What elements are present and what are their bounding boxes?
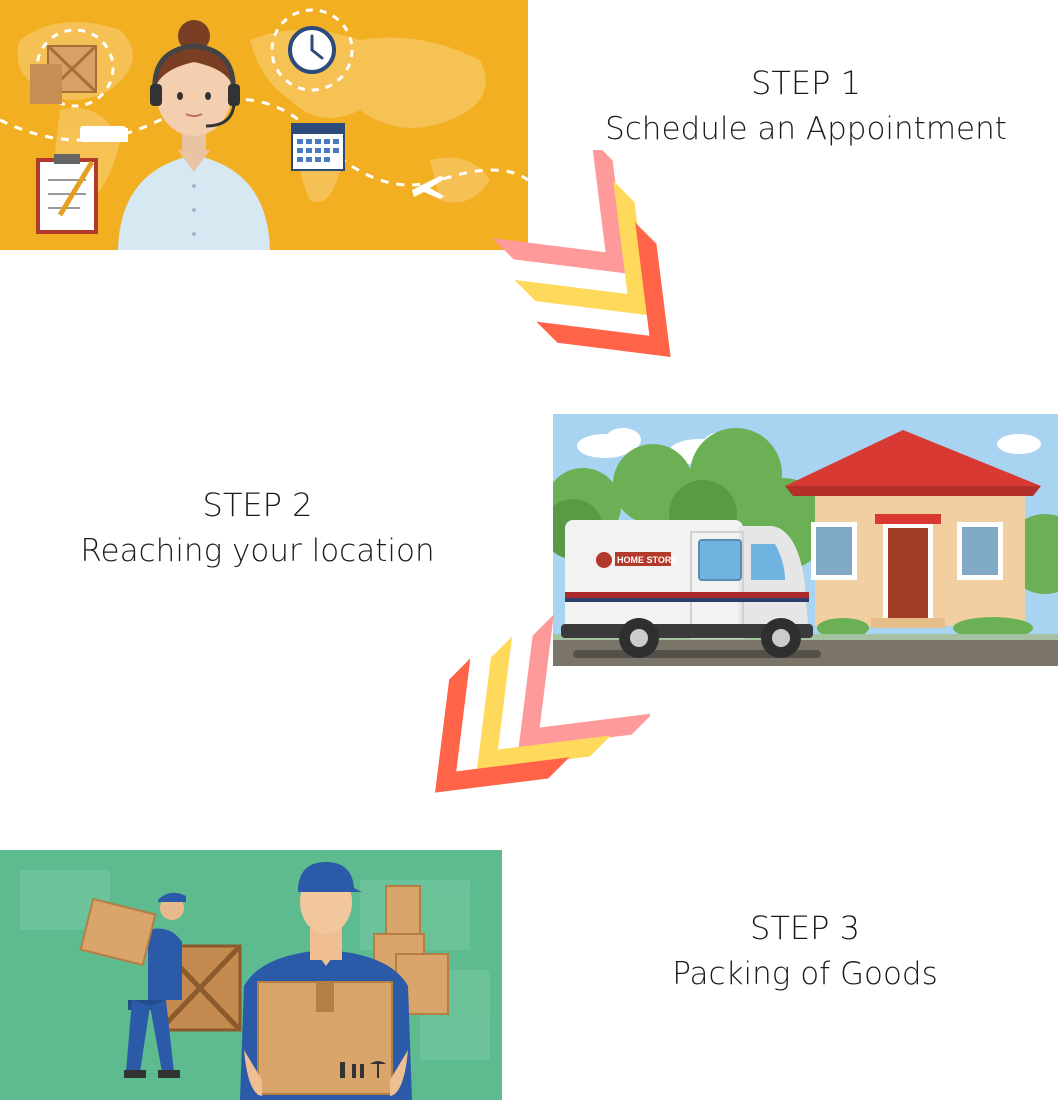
step-1-illustration: [0, 0, 528, 250]
delivery-truck: HOME STORE: [561, 520, 813, 658]
step-1-to-2-arrows: [450, 139, 730, 415]
step-1-caption: STEP 1 Schedule an Appointment: [556, 60, 1056, 152]
mover-background: [79, 892, 186, 1078]
clipboard-icon: [36, 154, 98, 234]
chevron-yellow-icon: [514, 180, 649, 316]
step-3-title: Packing of Goods: [672, 956, 938, 992]
chevron-pink-icon: [492, 139, 627, 274]
chevron-red-icon: [435, 658, 570, 793]
step-2-number: STEP 2: [202, 486, 313, 524]
step-3-number: STEP 3: [750, 909, 860, 947]
chevron-pink-icon: [518, 614, 653, 749]
truck-icon: [80, 126, 128, 142]
clock-icon: [288, 26, 336, 74]
mover-front: [240, 862, 412, 1100]
step-1-number: STEP 1: [751, 64, 861, 102]
step-2-to-3-arrows: [370, 580, 653, 845]
chevron-red-icon: [536, 222, 671, 357]
house-illustration: [785, 430, 1041, 628]
chevron-yellow-icon: [476, 636, 612, 771]
step-1-title: Schedule an Appointment: [605, 111, 1007, 147]
step-3-illustration: [0, 850, 502, 1100]
step-2-title: Reaching your location: [80, 533, 435, 569]
step-2-caption: STEP 2 Reaching your location: [30, 482, 485, 574]
truck-logo-text: HOME STORE: [617, 555, 677, 565]
plane-icon: [412, 176, 446, 199]
customer-service-agent: [118, 20, 270, 250]
crate-icon: [30, 44, 98, 104]
truck-logo: HOME STORE: [596, 552, 677, 568]
calendar-icon: [291, 123, 345, 171]
step-3-caption: STEP 3 Packing of Goods: [560, 905, 1050, 997]
fragile-symbols-icon: [340, 1061, 386, 1078]
step-2-illustration: HOME STORE: [553, 414, 1058, 666]
